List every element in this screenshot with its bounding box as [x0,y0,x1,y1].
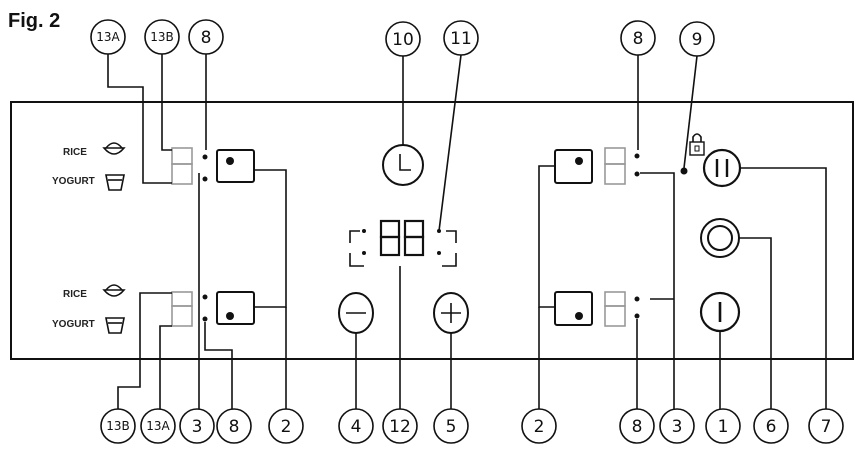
callout-7: 7 [808,408,844,444]
callout-5: 5 [433,408,469,444]
callout-8-bottom-left: 8 [216,408,252,444]
svg-text:5: 5 [446,417,457,437]
figure-label: Fig. 2 [8,10,60,32]
rice-bowl-icon [102,142,126,155]
lower-left-select-button[interactable] [216,291,255,325]
plus-button[interactable] [433,292,469,334]
callout-8-top-right: 8 [620,20,656,56]
svg-text:3: 3 [672,417,683,437]
svg-text:13A: 13A [146,419,170,433]
rice-bowl-icon [102,284,126,297]
minus-button[interactable] [338,292,374,334]
callout-4: 4 [338,408,374,444]
svg-text:4: 4 [351,417,362,437]
svg-text:3: 3 [192,417,203,437]
svg-text:6: 6 [766,417,777,437]
callout-11: 11 [443,20,479,56]
svg-text:8: 8 [632,417,643,437]
indicator-dot [634,296,640,302]
yogurt-cup-icon [105,317,125,334]
rice-label-lower: RICE [63,289,87,300]
callout-2-right: 2 [521,408,557,444]
rice-label-upper: RICE [63,147,87,158]
callout-9: 9 [679,21,715,57]
svg-text:13A: 13A [96,30,120,44]
indicator-dot [202,294,208,300]
svg-text:7: 7 [821,417,832,437]
svg-text:12: 12 [389,417,411,437]
svg-text:8: 8 [229,417,240,437]
svg-text:8: 8 [633,29,644,49]
indicator-dot [202,176,208,182]
callout-10: 10 [385,21,421,57]
upper-left-select-button[interactable] [216,149,255,183]
callout-3-left: 3 [179,408,215,444]
indicator-dot [202,154,208,160]
lower-left-digit-display [171,291,193,327]
upper-right-digit-display [604,147,626,185]
upper-left-digit-display [171,147,193,185]
svg-text:8: 8 [201,28,212,48]
callout-6: 6 [753,408,789,444]
svg-text:13B: 13B [106,419,130,433]
pause-button[interactable] [702,148,742,188]
center-time-display [349,219,457,267]
callout-3-right: 3 [659,408,695,444]
callout-13a-top: 13A [90,19,126,55]
leader-lines [107,54,827,410]
callout-13a-bottom: 13A [140,408,176,444]
indicator-dot [202,316,208,322]
svg-text:1: 1 [718,417,729,437]
callout-13b-top: 13B [144,19,180,55]
yogurt-cup-icon [105,174,125,191]
lower-right-digit-display [604,291,626,327]
svg-text:13B: 13B [150,30,174,44]
lower-right-select-button[interactable] [554,291,593,326]
timer-button[interactable] [382,144,424,186]
control-panel-outline [10,101,854,360]
indicator-dot [634,313,640,319]
power-button[interactable] [699,291,741,333]
callout-1: 1 [705,408,741,444]
callout-8-bottom-right: 8 [619,408,655,444]
lock-indicator-dot [680,167,688,175]
svg-text:11: 11 [450,29,472,49]
svg-text:9: 9 [692,30,703,50]
yogurt-label-lower: YOGURT [52,319,95,330]
callout-2-left: 2 [268,408,304,444]
yogurt-label-upper: YOGURT [52,176,95,187]
upper-right-select-button[interactable] [554,149,593,184]
indicator-dot [634,171,640,177]
svg-text:2: 2 [281,417,292,437]
keep-warm-button[interactable] [700,218,740,258]
indicator-dot [634,153,640,159]
callout-13b-bottom: 13B [100,408,136,444]
svg-text:2: 2 [534,417,545,437]
callout-12: 12 [382,408,418,444]
lock-icon [689,133,705,156]
callout-8-top-left: 8 [188,19,224,55]
svg-text:10: 10 [392,30,414,50]
